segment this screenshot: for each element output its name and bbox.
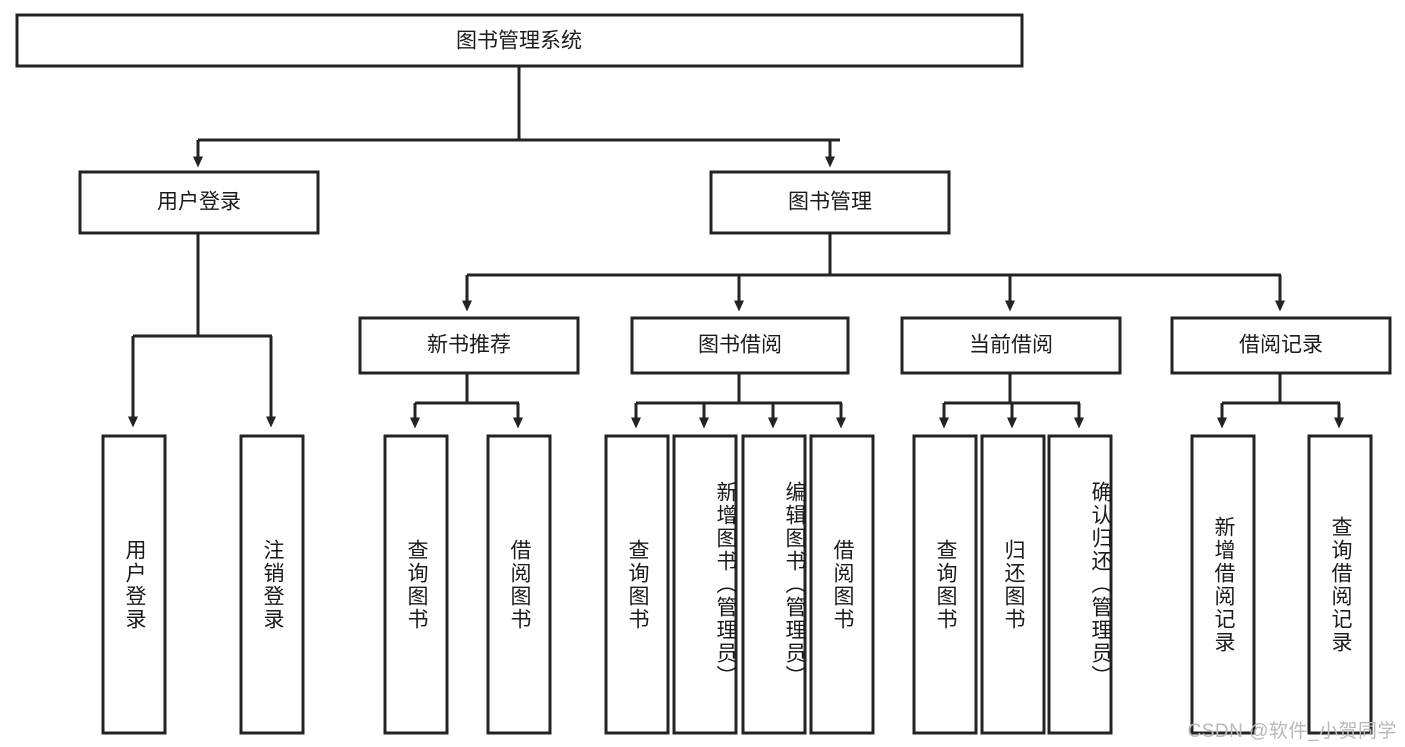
node-leaf-edit-book[interactable] xyxy=(741,434,807,735)
node-borrow-record-label: 借阅记录 xyxy=(1239,334,1323,357)
node-current-borrow[interactable] xyxy=(900,316,1122,375)
node-leaf-confirm-return[interactable] xyxy=(1047,434,1113,735)
node-current-borrow-label: 当前借阅 xyxy=(969,334,1053,357)
node-leaf-query-book-1[interactable] xyxy=(383,434,449,735)
node-leaf-add-book[interactable] xyxy=(672,434,738,735)
node-new-book-recommend[interactable] xyxy=(358,316,580,375)
node-borrow-record[interactable] xyxy=(1170,316,1392,375)
node-leaf-query-book-3[interactable] xyxy=(912,434,978,735)
node-leaf-logout-login[interactable] xyxy=(239,434,305,735)
node-leaf-query-borrow-record[interactable] xyxy=(1307,434,1373,735)
node-new-book-recommend-label: 新书推荐 xyxy=(427,334,511,357)
node-book-management[interactable] xyxy=(709,170,951,235)
node-root-label: 图书管理系统 xyxy=(456,30,582,53)
node-leaf-borrow-book-1[interactable] xyxy=(486,434,552,735)
node-user-login-label: 用户登录 xyxy=(157,191,241,214)
node-book-borrow[interactable] xyxy=(630,316,850,375)
node-leaf-add-borrow-record[interactable] xyxy=(1190,434,1256,735)
node-leaf-user-login[interactable] xyxy=(101,434,167,735)
connector-group xyxy=(128,66,1344,429)
node-user-login[interactable] xyxy=(78,170,320,235)
node-leaf-borrow-book-2[interactable] xyxy=(809,434,875,735)
watermark: CSDN @软件_小贺同学 xyxy=(1187,721,1397,742)
node-leaf-query-book-2[interactable] xyxy=(604,434,670,735)
node-leaf-return-book[interactable] xyxy=(980,434,1046,735)
node-book-borrow-label: 图书借阅 xyxy=(698,334,782,357)
node-book-management-label: 图书管理 xyxy=(788,191,872,214)
node-root[interactable] xyxy=(15,13,1024,68)
